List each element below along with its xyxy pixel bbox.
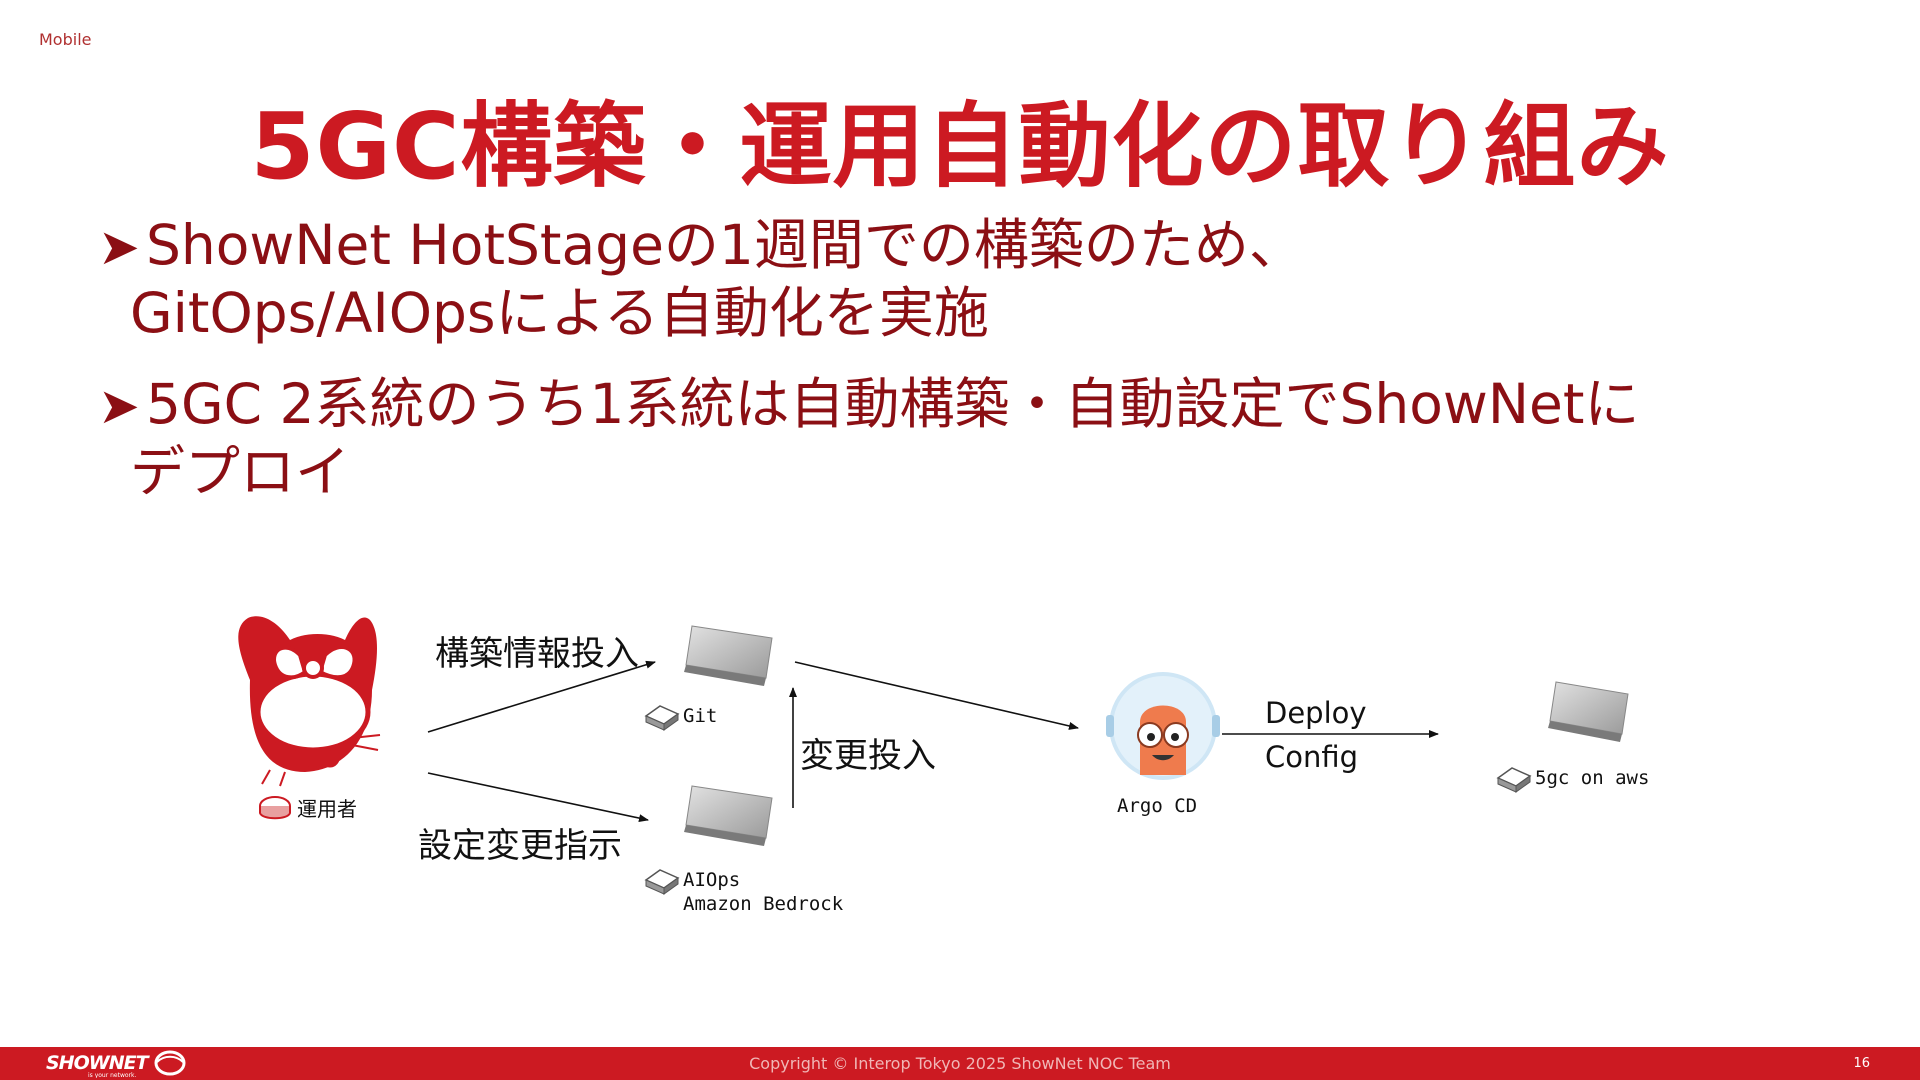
5gc-node-icon xyxy=(1548,681,1629,742)
deploy-label: Deploy xyxy=(1265,696,1367,730)
build-info-label: 構築情報投入 xyxy=(435,634,639,674)
operator-mascot-icon xyxy=(238,616,381,787)
aiops-node-icon xyxy=(684,785,773,846)
git-label: Git xyxy=(683,705,718,727)
git-node-icon xyxy=(684,625,773,686)
arrow-git-to-argo xyxy=(794,661,1079,730)
bullet-list: ➤ShowNet HotStageの1週間での構築のため、 GitOps/AIO… xyxy=(98,212,1858,530)
slide-title: 5GC構築・運用自動化の取り組み xyxy=(250,93,1670,200)
operator-badge-icon xyxy=(259,796,291,820)
bullet-arrow-icon: ➤ xyxy=(98,218,140,276)
bullet-item: ➤5GC 2系統のうち1系統は自動構築・自動設定でShowNetに デプロイ xyxy=(98,371,1858,505)
svg-text:is your network.: is your network. xyxy=(88,1072,136,1078)
arrow-operator-to-aiops xyxy=(427,772,649,823)
config-label: Config xyxy=(1265,740,1359,774)
git-badge-icon xyxy=(644,705,680,731)
arrow-operator-to-git xyxy=(427,660,656,733)
automation-diagram: 運用者 構築情報投入 設定変更指示 変更投入 Git AIOps Amazon … xyxy=(0,600,1920,960)
5gc-badge-icon xyxy=(1496,767,1532,793)
shownet-logo: SHOWNET is your network. xyxy=(46,1050,186,1078)
aiops-label: AIOps xyxy=(683,869,741,891)
bullet-arrow-icon: ➤ xyxy=(98,377,140,435)
bullet-text-line1: ShowNet HotStageの1週間での構築のため、 xyxy=(146,213,1304,277)
footer-bar: SHOWNET is your network. Copyright © Int… xyxy=(0,1047,1920,1080)
svg-text:SHOWNET: SHOWNET xyxy=(46,1052,151,1074)
change-input-label: 変更投入 xyxy=(800,736,936,776)
section-tag: Mobile xyxy=(39,30,92,49)
bedrock-label: Amazon Bedrock xyxy=(683,893,844,915)
diagram-graphics xyxy=(238,616,1629,895)
5gc-on-aws-label: 5gc on aws xyxy=(1535,767,1650,789)
aiops-badge-icon xyxy=(644,869,680,895)
page-number: 16 xyxy=(1853,1056,1870,1071)
operator-label: 運用者 xyxy=(297,797,357,821)
bullet-item: ➤ShowNet HotStageの1週間での構築のため、 GitOps/AIO… xyxy=(98,212,1858,346)
config-instruction-label: 設定変更指示 xyxy=(418,826,622,866)
bullet-text-line1: 5GC 2系統のうち1系統は自動構築・自動設定でShowNetに xyxy=(146,372,1640,436)
argo-cd-label: Argo CD xyxy=(1117,795,1198,817)
bullet-text-line2: GitOps/AIOpsによる自動化を実施 xyxy=(130,281,989,345)
argo-cd-icon xyxy=(1106,672,1220,780)
bullet-text-line2: デプロイ xyxy=(130,440,351,504)
copyright-text: Copyright © Interop Tokyo 2025 ShowNet N… xyxy=(749,1054,1171,1073)
